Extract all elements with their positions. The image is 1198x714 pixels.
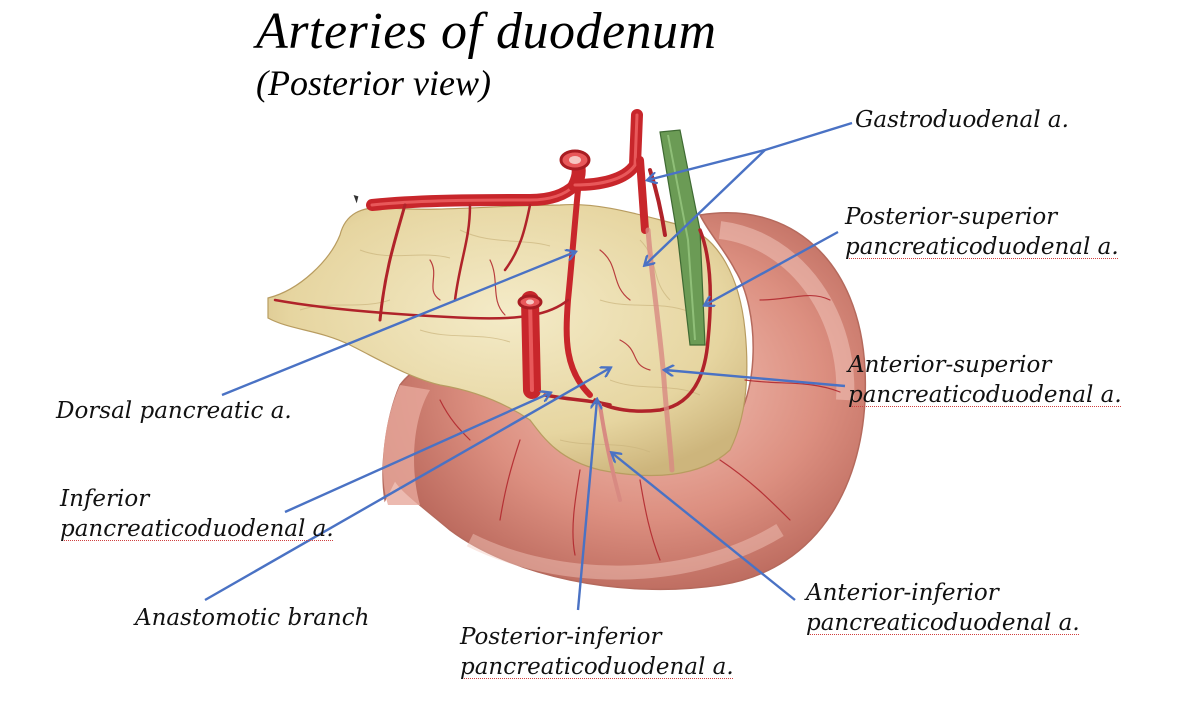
leader-gastroduodenal-2 [645,149,766,265]
label-posterior-superior-line1: Posterior-superior [845,204,1058,230]
leader-anastomotic [204,368,610,602]
label-gastroduodenal-text: Gastroduodenal a. [855,107,1069,133]
label-posterior-superior-line2: pancreaticoduodenal a. [845,234,1119,260]
leader-anterior-superior [665,370,846,388]
label-anterior-superior: Anterior-superior pancreaticoduodenal a. [848,350,1122,410]
label-gastroduodenal: Gastroduodenal a. [855,105,1069,135]
label-anastomotic-branch: Anastomotic branch [135,603,369,633]
label-posterior-inferior-line2: pancreaticoduodenal a. [460,654,734,680]
leader-inferior [284,393,550,514]
label-posterior-inferior: Posterior-inferior pancreaticoduodenal a… [460,622,734,682]
label-anterior-superior-line2: pancreaticoduodenal a. [848,382,1122,408]
slide-subtitle: (Posterior view) [256,63,491,103]
leader-posterior-superior [705,230,839,305]
label-posterior-inferior-line1: Posterior-inferior [460,624,662,650]
leader-posterior-inferior [576,400,597,611]
label-dorsal-pancreatic: Dorsal pancreatic a. [56,396,292,426]
leader-anterior-inferior [612,453,796,601]
slide-title: Arteries of duodenum [256,3,717,60]
label-posterior-superior: Posterior-superior pancreaticoduodenal a… [845,202,1119,262]
label-anterior-inferior-line1: Anterior-inferior [806,580,999,606]
leader-lines [204,121,853,611]
leader-dorsal-pancreatic [221,252,575,397]
label-anterior-inferior: Anterior-inferior pancreaticoduodenal a. [806,578,1080,638]
label-inferior-line2: pancreaticoduodenal a. [60,516,334,542]
label-anastomotic-text: Anastomotic branch [135,605,370,631]
label-dorsal-pancreatic-text: Dorsal pancreatic a. [56,398,292,424]
duodenum [382,211,867,591]
bile-duct [659,129,706,346]
label-anterior-inferior-line2: pancreaticoduodenal a. [806,610,1080,636]
label-anterior-superior-line1: Anterior-superior [848,352,1052,378]
label-inferior-pancreaticoduodenal: Inferior pancreaticoduodenal a. [60,484,334,544]
label-inferior-line1: Inferior [60,486,150,512]
